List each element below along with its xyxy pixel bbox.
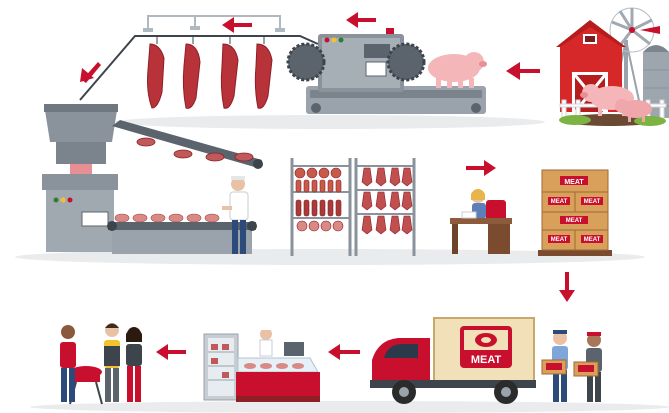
- shower-heads: [143, 26, 285, 32]
- sausage-rack: [292, 158, 350, 256]
- truck-icon: MEAT: [370, 318, 536, 404]
- meat-pieces: [115, 214, 219, 222]
- box-label: MEAT: [564, 179, 584, 186]
- customer-icon: [104, 323, 120, 402]
- meat-box-pallet: MEAT MEAT MEAT MEAT MEAT MEAT: [538, 170, 612, 256]
- ham-rack: [356, 158, 414, 256]
- arrow-icon: [506, 62, 540, 80]
- shower-pipes: [148, 16, 280, 30]
- arrow-icon: [328, 344, 360, 360]
- arrow-icon: [156, 344, 186, 360]
- worker-icon: [574, 332, 602, 402]
- desk: [450, 212, 512, 254]
- customer-icon: [60, 325, 76, 402]
- worker-icon: [542, 330, 568, 402]
- farm: [556, 8, 669, 126]
- box-label: MEAT: [566, 218, 583, 224]
- truck-label: MEAT: [471, 354, 502, 366]
- meat-box-icon: MEAT: [560, 176, 588, 186]
- pig-icon: [428, 52, 487, 88]
- arrow-icon: [222, 17, 252, 33]
- box-label: MEAT: [584, 199, 601, 205]
- customer-icon: [126, 327, 142, 402]
- shop-counter: [236, 326, 320, 402]
- box-label: MEAT: [584, 237, 601, 243]
- arrow-icon: [559, 272, 575, 302]
- box-label: MEAT: [551, 237, 568, 243]
- meat-carcass-icon: [148, 36, 273, 108]
- arrow-icon: [346, 12, 376, 28]
- box-label: MEAT: [551, 199, 568, 205]
- arrow-icon: [466, 160, 496, 176]
- fridge-icon: [204, 334, 238, 400]
- grinder-machine: [42, 104, 118, 252]
